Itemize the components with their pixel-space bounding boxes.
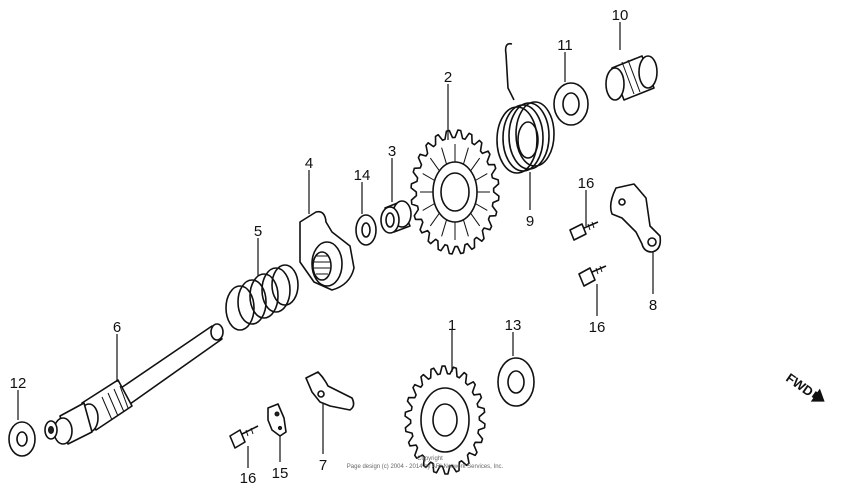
callout-16-lower: 16: [589, 319, 606, 336]
callout-12: 12: [10, 375, 27, 392]
part-11-washer[interactable]: [553, 82, 589, 126]
callout-3: 3: [388, 143, 396, 160]
callout-16-upper: 16: [578, 175, 595, 192]
part-13-washer[interactable]: [497, 357, 535, 407]
leader-lines: [17, 22, 654, 468]
callout-8: 8: [649, 297, 657, 314]
copyright-line-2: Page design (c) 2004 - 2014 by ARI Netwo…: [347, 464, 504, 470]
callout-7: 7: [319, 457, 327, 474]
callout-15: 15: [272, 465, 289, 482]
part-9-return-spring[interactable]: [496, 42, 555, 174]
callout-1: 1: [448, 317, 456, 334]
copyright-line-1: Copyright: [417, 456, 443, 462]
part-12-washer[interactable]: [8, 421, 36, 457]
part-16-bolt-bottom[interactable]: [229, 425, 259, 449]
callout-11: 11: [557, 37, 573, 54]
part-10-collar[interactable]: [605, 55, 658, 101]
callout-14: 14: [354, 167, 371, 184]
part-8-guide-plate[interactable]: [609, 183, 662, 253]
part-3-bushing[interactable]: [380, 200, 412, 234]
callout-13: 13: [505, 317, 522, 334]
copyright-watermark: Copyright Page design (c) 2004 - 2014 by…: [347, 456, 504, 470]
callout-10: 10: [612, 7, 629, 24]
callout-4: 4: [305, 155, 313, 172]
part-6-spindle[interactable]: [44, 323, 224, 445]
callout-16-bottom: 16: [240, 470, 257, 487]
part-14-washer[interactable]: [355, 214, 377, 246]
part-15-pawl[interactable]: [267, 403, 287, 437]
part-16-bolt-upper[interactable]: [569, 221, 599, 241]
part-16-bolt-lower[interactable]: [578, 265, 607, 287]
fwd-direction-indicator: FWD: [783, 370, 825, 402]
fwd-label: FWD: [783, 370, 816, 399]
part-2-idle-gear[interactable]: [410, 129, 500, 255]
callout-9: 9: [526, 213, 534, 230]
callout-2: 2: [444, 69, 452, 86]
part-4-ratchet[interactable]: [299, 210, 355, 291]
part-7-stopper-plate[interactable]: [305, 371, 355, 411]
callout-6: 6: [113, 319, 121, 336]
callout-numbers: 1 2 3 4 5 6 7 8 9 10 11 12 13 14 15 16 1…: [10, 7, 658, 487]
part-1-drive-gear[interactable]: [404, 365, 486, 475]
part-5-spring[interactable]: [225, 264, 299, 331]
callout-5: 5: [254, 223, 262, 240]
fwd-arrow-icon: [810, 388, 825, 402]
